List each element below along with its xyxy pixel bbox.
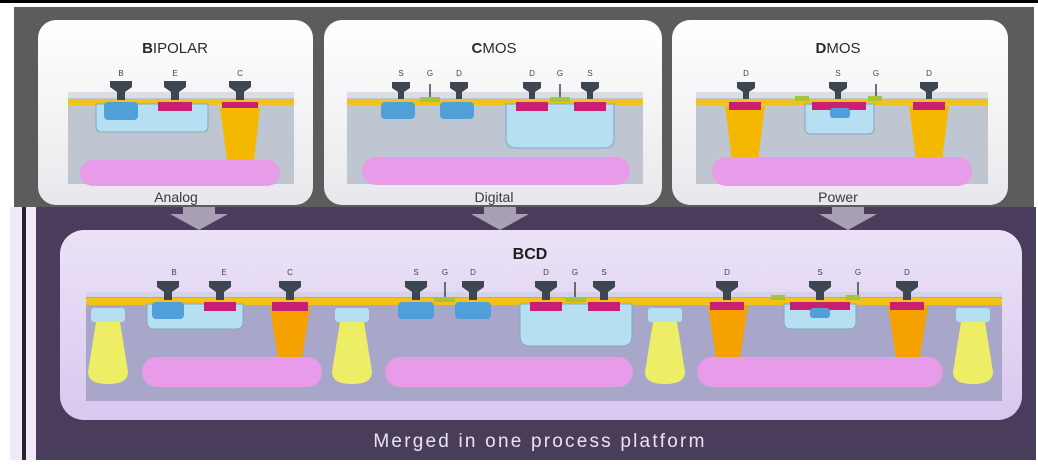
bcd-panel: B C D bbox=[60, 230, 1022, 420]
bipolar-title: BIPOLAR bbox=[142, 40, 208, 57]
terminal-e: E bbox=[172, 69, 177, 78]
terminal-d2: D bbox=[529, 69, 535, 78]
merged-caption: Merged in one process platform bbox=[373, 431, 706, 452]
cmos-panel: CMOS S G D D G S Digital bbox=[324, 20, 662, 205]
bcd-terminal-s: S bbox=[413, 268, 418, 277]
terminal-dmos-d: D bbox=[743, 69, 749, 78]
terminal-c: C bbox=[237, 69, 243, 78]
power-caption: Power bbox=[818, 189, 858, 205]
dmos-title: DMOS bbox=[815, 40, 860, 57]
terminal-dmos-s: S bbox=[835, 69, 840, 78]
bcd-terminal-dmos-d: D bbox=[724, 268, 730, 277]
bcd-terminal-dmos-s: S bbox=[817, 268, 822, 277]
terminal-dmos-d2: D bbox=[926, 69, 932, 78]
bcd-terminal-dmos-d2: D bbox=[904, 268, 910, 277]
terminal-g: G bbox=[427, 69, 433, 78]
down-arrow-icon bbox=[819, 207, 877, 230]
cmos-title: CMOS bbox=[471, 40, 516, 57]
bcd-title: BCD bbox=[513, 246, 548, 263]
terminal-s: S bbox=[398, 69, 403, 78]
terminal-s2: S bbox=[587, 69, 592, 78]
bcd-terminal-g: G bbox=[442, 268, 448, 277]
down-arrow-icon bbox=[471, 207, 529, 230]
digital-caption: Digital bbox=[475, 189, 514, 205]
terminal-d: D bbox=[456, 69, 462, 78]
bcd-terminal-e: E bbox=[221, 268, 226, 277]
terminal-g2: G bbox=[557, 69, 563, 78]
bcd-terminal-b: B bbox=[171, 268, 176, 277]
bcd-terminal-d: D bbox=[470, 268, 476, 277]
bcd-terminal-g2: G bbox=[572, 268, 578, 277]
dmos-panel: DMOS D S G D bbox=[672, 20, 1008, 205]
bipolar-panel: BIPOLAR B E C Analog bbox=[38, 20, 313, 205]
bcd-terminal-dmos-g: G bbox=[855, 268, 861, 277]
terminal-b: B bbox=[118, 69, 123, 78]
down-arrow-icon bbox=[170, 207, 228, 230]
bcd-terminal-s2: S bbox=[601, 268, 606, 277]
bcd-terminal-c: C bbox=[287, 268, 293, 277]
terminal-dmos-g: G bbox=[873, 69, 879, 78]
bcd-terminal-d2: D bbox=[543, 268, 549, 277]
analog-caption: Analog bbox=[154, 189, 198, 205]
